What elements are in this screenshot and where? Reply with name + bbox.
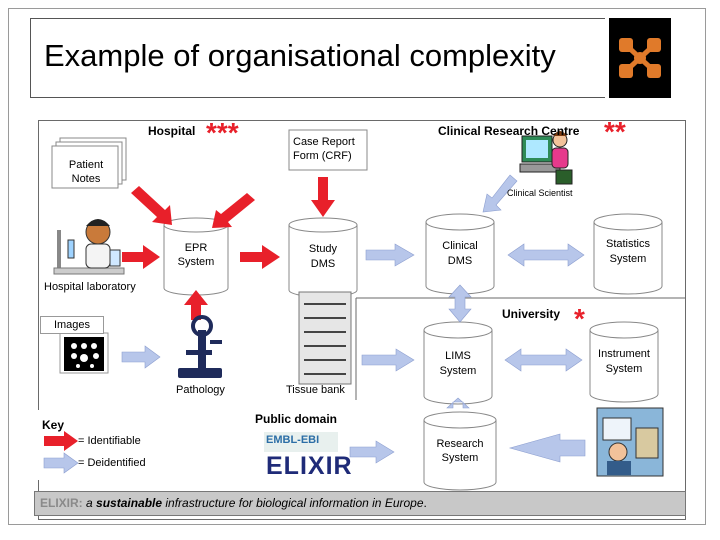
- logo-box: [609, 18, 671, 98]
- patient-notes-label-1: Patient: [68, 159, 104, 171]
- scientist-at-computer-icon: [519, 131, 573, 185]
- footer-text: ELIXIR: a sustainable infrastructure for…: [40, 496, 427, 510]
- pathology-label: Pathology: [176, 384, 225, 396]
- patient-notes-document: [51, 137, 127, 189]
- arrow-clinical-lims: [448, 284, 472, 323]
- freezer-icon: [298, 291, 352, 385]
- footer-part2: infrastructure for biological informatio…: [162, 496, 424, 510]
- crf-label-1: Case Report: [293, 136, 355, 148]
- arrow-lims-research: [446, 397, 470, 409]
- arrow-hospital-to-epr: [212, 193, 255, 228]
- microscope-icon: [178, 315, 222, 378]
- tissue-bank-label: Tissue bank: [286, 384, 345, 396]
- statistics-label-1: Statistics: [605, 238, 650, 250]
- footer-elixir: ELIXIR:: [40, 496, 83, 510]
- embl-ebi-logo-text: EMBL-EBI: [266, 434, 320, 446]
- arrow-scientist-to-clinical: [482, 174, 518, 213]
- footer-part1: a: [82, 496, 97, 510]
- diagram-panel: [38, 120, 686, 520]
- research-system-cylinder: [423, 411, 497, 491]
- arrow-lims-instrument: [504, 348, 583, 372]
- footer-bar: [34, 491, 686, 516]
- epr-system-cylinder: [163, 217, 229, 296]
- university-label: University: [502, 307, 561, 321]
- network-logo-icon: [613, 32, 667, 84]
- footer-period: .: [423, 496, 427, 510]
- clinical-scientist-label: Clinical Scientist: [507, 188, 573, 198]
- research-label-2: System: [441, 452, 479, 464]
- statistics-system-cylinder: [593, 213, 663, 295]
- clinical-dms-label-1: Clinical: [442, 240, 478, 252]
- lab-technician-icon: [53, 219, 125, 275]
- elixir-logo: [264, 452, 338, 482]
- hospital-label: Hospital: [148, 124, 196, 138]
- slide-frame: [8, 8, 706, 525]
- arrow-instrument-research: [508, 433, 586, 463]
- key-deidentified-label: = Deidentified: [78, 457, 146, 469]
- patient-notes-label-2: Notes: [71, 173, 101, 185]
- arrow-images-to-pathology: [121, 345, 161, 369]
- lims-label-2: System: [439, 365, 477, 377]
- statistics-label-2: System: [609, 253, 647, 265]
- key-identifiable-label: = Identifiable: [78, 435, 141, 447]
- footer-sustainable: sustainable: [96, 496, 163, 510]
- instrument-label-1: Instrument: [598, 348, 650, 360]
- arrow-public-research: [349, 440, 395, 464]
- deidentified-arrows: [43, 174, 586, 474]
- university-star: *: [574, 303, 585, 334]
- crf-label-2: Form (CRF): [293, 150, 352, 162]
- arrow-clinical-statistics: [507, 243, 585, 267]
- arrow-study-to-clinical: [365, 243, 415, 267]
- epr-label-2: System: [177, 256, 215, 268]
- epr-label-1: EPR: [184, 242, 208, 254]
- clinical-research-centre-label: Clinical Research Centre: [438, 124, 580, 138]
- identifiable-arrows: [44, 177, 335, 451]
- crc-stars: **: [604, 116, 626, 147]
- public-domain-label: Public domain: [252, 412, 341, 426]
- arrow-tissue-to-lims: [361, 348, 415, 372]
- lims-system-cylinder: [423, 321, 493, 405]
- title-bar: [30, 18, 605, 98]
- lims-label-1: LIMS: [445, 350, 471, 362]
- arrow-notes-to-epr: [131, 186, 172, 225]
- embl-ebi-logo: [264, 432, 338, 452]
- study-dms-label-2: DMS: [310, 258, 336, 270]
- slide-title: Example of organisational complexity: [44, 38, 556, 73]
- arrow-epr-to-study: [240, 245, 280, 269]
- arrow-lab-to-epr: [122, 245, 160, 269]
- key-identifiable-arrow: [44, 431, 78, 451]
- instrument-photo-icon: [596, 407, 664, 477]
- key-deidentified-arrow: [43, 452, 79, 474]
- study-dms-label-1: Study: [308, 243, 338, 255]
- research-label-1: Research: [436, 438, 484, 450]
- gel-images-icon: [59, 332, 109, 374]
- instrument-label-2: System: [605, 363, 643, 375]
- arrow-pathology-to-epr: [184, 290, 208, 320]
- key-title: Key: [42, 418, 65, 432]
- hospital-laboratory-label: Hospital laboratory: [44, 281, 136, 293]
- clinical-dms-label-2: DMS: [447, 255, 473, 267]
- hospital-stars: ***: [206, 117, 239, 148]
- elixir-logo-text: ELIXIR: [266, 452, 353, 480]
- images-label: Images: [40, 316, 104, 334]
- clinical-dms-cylinder: [425, 213, 495, 295]
- instrument-system-cylinder: [589, 321, 659, 403]
- study-dms-cylinder: [288, 217, 358, 298]
- crf-document: [288, 129, 368, 171]
- arrow-crf-to-study: [311, 177, 335, 217]
